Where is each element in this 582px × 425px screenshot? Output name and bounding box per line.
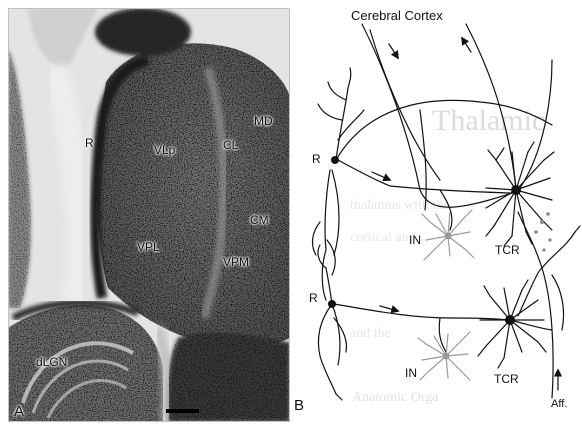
panel-a-letter: A	[14, 403, 24, 420]
corticothalamic-axon-2	[370, 30, 440, 180]
label-vpm: VPM	[223, 255, 249, 269]
label-md: MD	[254, 114, 273, 128]
interneuron-label-bottom: IN	[405, 366, 417, 380]
reticular-cell-top	[331, 156, 339, 164]
panel-b-letter: B	[294, 397, 304, 414]
reticular-cell-bottom	[328, 300, 336, 308]
tcr-label-bottom: TCR	[494, 372, 519, 386]
thalamocortical-axon	[466, 24, 516, 188]
afferent-label: Aff.	[551, 398, 567, 410]
reticular-label-bottom: R	[309, 291, 318, 305]
tcr-cell-bottom	[505, 315, 515, 325]
label-dlgn: dLGN	[36, 355, 67, 369]
label-vlp: VLp	[154, 143, 175, 157]
circuit-drawing	[290, 0, 582, 425]
scale-bar	[166, 409, 199, 413]
label-cm: CM	[250, 213, 269, 227]
tcr-label-top: TCR	[495, 243, 520, 257]
reticular-label-top: R	[312, 152, 321, 166]
cerebral-cortex-label: Cerebral Cortex	[351, 8, 443, 23]
label-vpl: VPL	[137, 240, 160, 254]
tcr-cell-top	[511, 185, 521, 195]
interneuron-label-top: IN	[409, 233, 421, 247]
label-cl: CL	[223, 138, 238, 152]
panel-a-micrograph: R VLp CL MD CM VPL VPM dLGN A	[8, 8, 290, 422]
corticothalamic-axon	[362, 24, 512, 207]
label-reticular-nucleus: R	[85, 136, 94, 150]
panel-b-circuit-diagram: Cerebral Cortex R R IN IN TCR TCR Aff. B	[290, 0, 582, 425]
